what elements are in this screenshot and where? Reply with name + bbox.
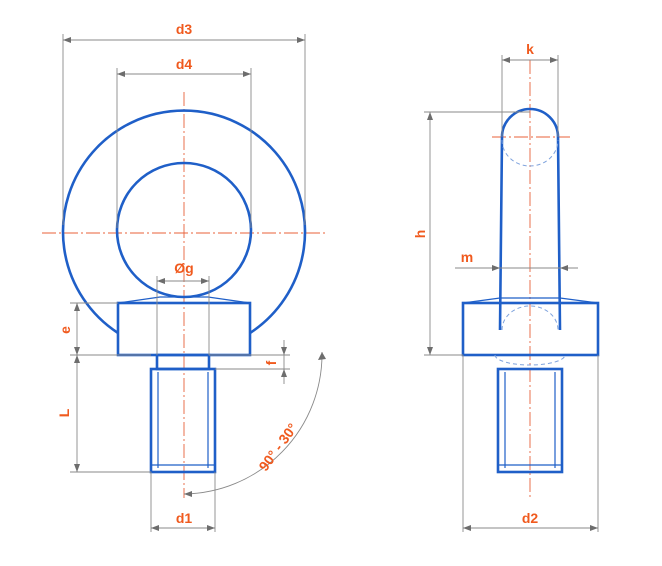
e-arrow-bottom (74, 347, 80, 355)
d2-arrow-left (463, 525, 471, 531)
d4-arrow-right (243, 71, 251, 77)
d4-label: d4 (176, 56, 193, 72)
k-arrow-left (502, 57, 510, 63)
h-arrow-bottom (427, 347, 433, 355)
h-arrow-top (427, 112, 433, 120)
f-label: f (263, 360, 279, 365)
k-arrow-right (550, 57, 558, 63)
d1-arrow-left (151, 525, 159, 531)
angle-arc (183, 351, 323, 495)
collar-side-chamfer (462, 297, 599, 304)
d3-arrow-left (63, 37, 71, 43)
g-label: Øg (174, 260, 193, 276)
g-arrow-right (201, 278, 209, 284)
f-arrow-bottom (281, 369, 287, 377)
eye-hole-hidden-lower (501, 305, 559, 331)
angle-label: 90° - 30° (255, 420, 300, 474)
eye-side-profile (498, 107, 562, 331)
e-label: e (57, 326, 73, 334)
dimension-arrowheads (63, 37, 598, 531)
collar-chamfer (117, 296, 251, 304)
d4-arrow-left (117, 71, 125, 77)
d3-label: d3 (176, 21, 193, 37)
neck-hidden (494, 354, 566, 366)
k-label: k (526, 41, 534, 57)
e-arrow-top (74, 303, 80, 311)
L-arrow-top (74, 355, 80, 363)
ring-outer-outline (61, 109, 307, 335)
f-arrow-top (281, 347, 287, 355)
thread-shank-front (149, 367, 217, 474)
angle-arrow-top (318, 352, 326, 360)
front-view: d3 d4 Øg e f L 90° - 30° d1 (42, 21, 328, 532)
d2-label: d2 (522, 510, 539, 526)
side-view: k h m d2 (412, 41, 600, 532)
collar-side (461, 301, 600, 357)
m-label: m (461, 249, 473, 265)
d2-arrow-right (590, 525, 598, 531)
d1-label: d1 (176, 510, 193, 526)
g-arrow-left (157, 278, 165, 284)
L-label: L (56, 408, 72, 417)
d3-arrow-right (297, 37, 305, 43)
thread-shank-side (496, 367, 564, 474)
L-arrow-bottom (74, 464, 80, 472)
h-label: h (412, 230, 428, 239)
d1-arrow-right (207, 525, 215, 531)
m-arrow-right (560, 265, 568, 271)
neck-front (155, 353, 211, 371)
m-arrow-left (492, 265, 500, 271)
eye-hole-hidden-upper (501, 139, 559, 167)
angle-arrow-bottom (184, 491, 192, 497)
